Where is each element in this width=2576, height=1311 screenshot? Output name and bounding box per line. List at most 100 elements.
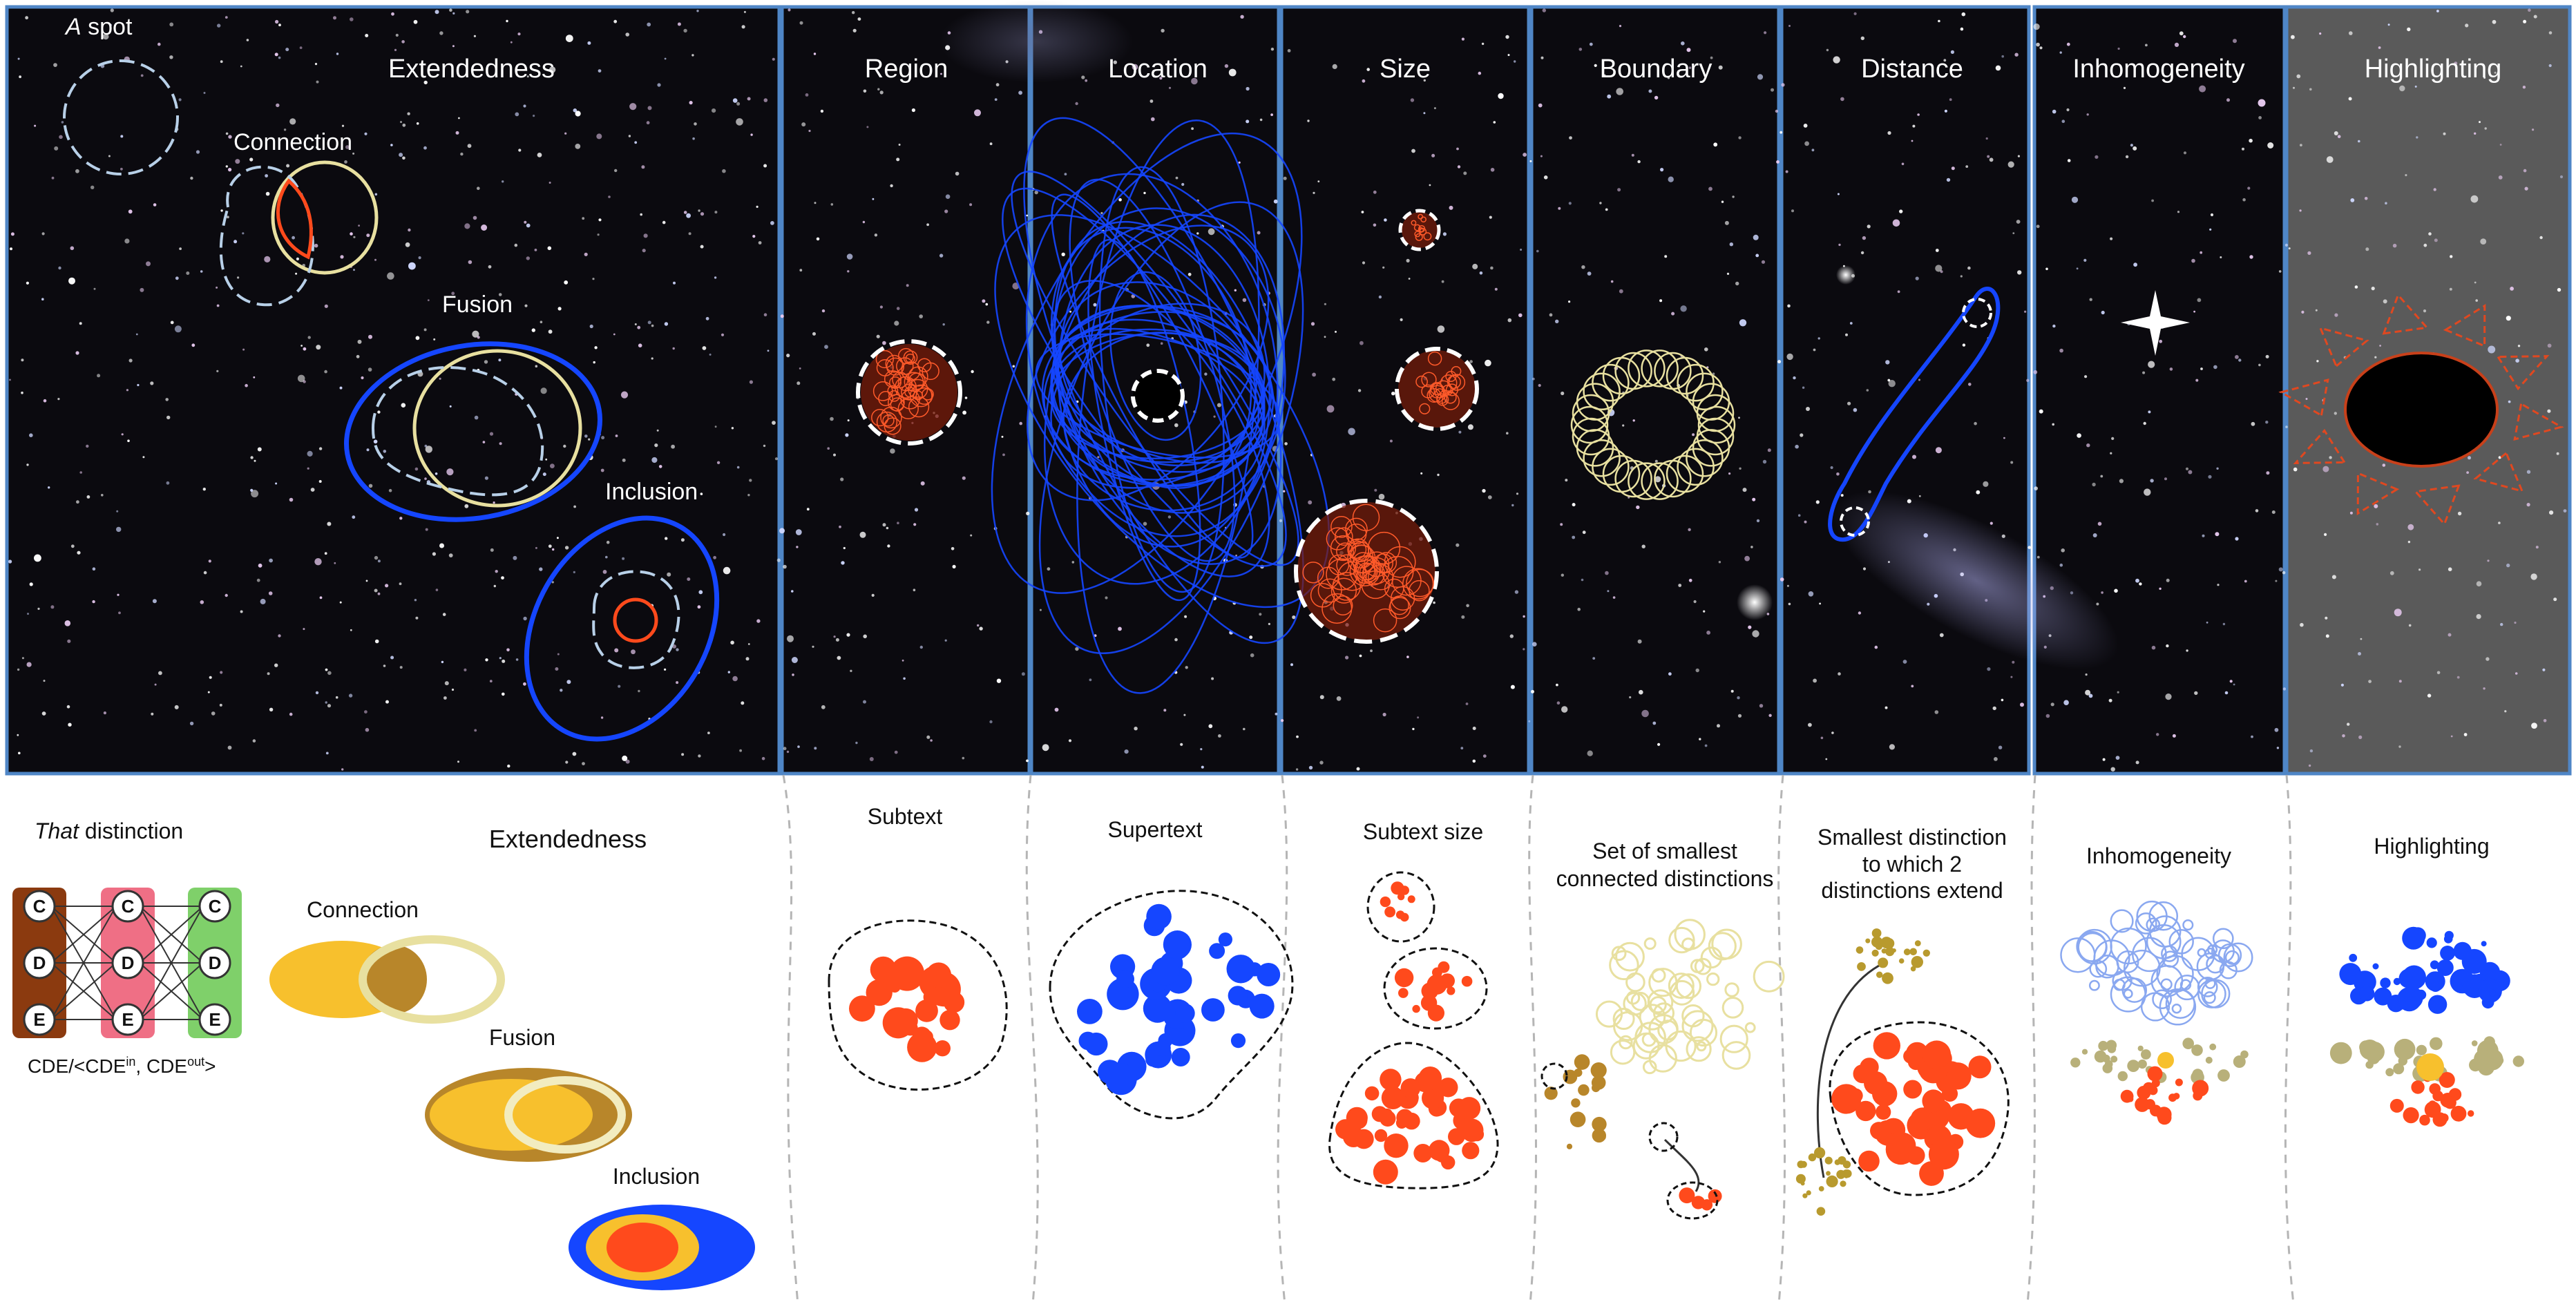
dot (2450, 1105, 2467, 1122)
subtext-red-dots (849, 956, 965, 1062)
a-spot-dashed-circle (63, 59, 179, 175)
star (1161, 28, 1165, 33)
star (1466, 604, 1469, 608)
dot (1397, 893, 1405, 901)
star (1830, 466, 1833, 470)
dot (1923, 1040, 1952, 1069)
star (2319, 32, 2322, 35)
star (53, 63, 57, 67)
dot (1595, 1082, 1602, 1090)
star (1943, 59, 1947, 62)
star (336, 52, 339, 55)
star (1781, 83, 1785, 87)
dot (2197, 977, 2218, 997)
star (26, 281, 30, 285)
star (592, 278, 595, 280)
star (2448, 567, 2452, 571)
star (174, 705, 179, 709)
star (17, 734, 19, 736)
star (1849, 322, 1853, 325)
star (2088, 693, 2093, 698)
dot (1412, 1004, 1420, 1013)
dot (2191, 1044, 2203, 1056)
star (1752, 630, 1759, 638)
star (940, 73, 942, 75)
star (86, 495, 90, 499)
dot (1944, 1062, 1972, 1090)
star (557, 307, 562, 311)
fusion-ring (504, 1076, 626, 1154)
star (2059, 563, 2063, 567)
dot (2110, 1055, 2118, 1063)
star (1768, 714, 1772, 718)
star (490, 548, 494, 552)
dot (2471, 1040, 2478, 1046)
star (2504, 710, 2507, 713)
star (252, 739, 256, 743)
star (847, 270, 850, 273)
size-small-dashed (1398, 209, 1441, 251)
size-photo-annotations: Size (1294, 55, 1479, 644)
star (763, 313, 767, 317)
star (705, 316, 709, 320)
star (945, 194, 951, 200)
connection-bottom-label: Connection (307, 897, 419, 922)
center-dot (2416, 1053, 2444, 1081)
star (813, 52, 817, 55)
star (344, 160, 347, 164)
star (408, 228, 411, 232)
star (808, 129, 811, 133)
star (253, 376, 256, 379)
star (551, 581, 554, 584)
star (1185, 666, 1188, 669)
star (1858, 611, 1862, 615)
star (1389, 439, 1393, 443)
mesh-cell (871, 408, 889, 427)
dot (1891, 948, 1896, 953)
star (2071, 196, 2079, 203)
star (227, 216, 229, 219)
star (606, 540, 610, 544)
star (2148, 410, 2151, 414)
dot (2192, 1080, 2209, 1097)
mesh-cell (1436, 393, 1449, 406)
size-large-dashed (1294, 499, 1439, 644)
star (2315, 309, 2318, 312)
dot (2403, 1107, 2419, 1124)
star (1472, 263, 1478, 269)
a-spot-label: A spot (64, 14, 133, 40)
star (120, 135, 124, 138)
star (1688, 578, 1692, 582)
star (325, 701, 327, 704)
star (575, 144, 581, 149)
star (1361, 211, 1364, 213)
star (276, 103, 280, 108)
dot (1163, 930, 1192, 959)
dot (1797, 1160, 1805, 1169)
dot (1706, 972, 1720, 986)
star (584, 434, 588, 438)
mesh-cell (1389, 597, 1411, 620)
dot (2416, 1044, 2427, 1055)
dot (1885, 947, 1895, 957)
star (1639, 689, 1643, 695)
star (1487, 495, 1492, 499)
star (2436, 10, 2439, 12)
star (493, 501, 495, 504)
star (365, 34, 369, 37)
star (1167, 515, 1172, 519)
star (1622, 424, 1625, 427)
star (1962, 343, 1966, 347)
star (1312, 372, 1316, 377)
star (1100, 211, 1103, 215)
star (548, 544, 552, 548)
star (1228, 68, 1237, 77)
star (1556, 683, 1558, 687)
star (2066, 42, 2070, 46)
dot (849, 995, 875, 1022)
mesh-cell (1420, 216, 1427, 223)
star (882, 523, 886, 527)
star (736, 118, 743, 126)
boundary-bubbles (1544, 919, 1785, 1211)
star (250, 456, 254, 459)
